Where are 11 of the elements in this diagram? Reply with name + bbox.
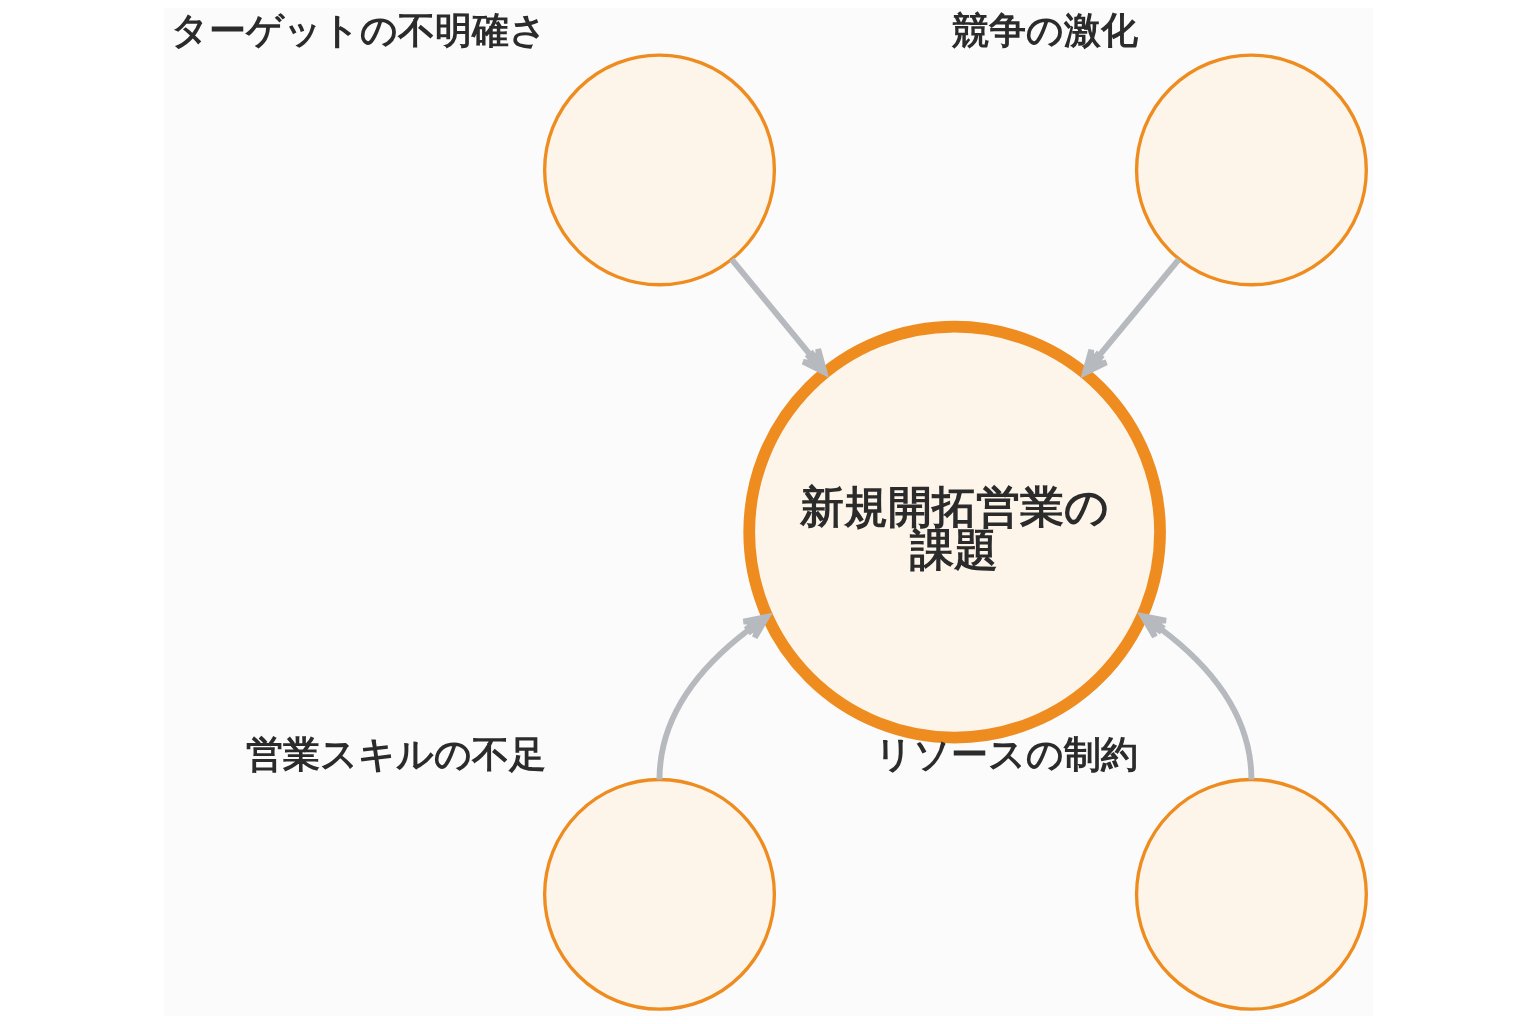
arrow: [728, 257, 827, 376]
node-circle: [1134, 53, 1368, 287]
arrow: [656, 613, 770, 780]
node-label: 競争の激化: [951, 8, 1138, 52]
node-label: ターゲットの不明確さ: [170, 8, 547, 52]
node-circle: [542, 777, 776, 1011]
node-label: 営業スキルの不足: [245, 733, 546, 777]
node-circle: [542, 53, 776, 287]
arrow: [1139, 613, 1254, 780]
node-circle: [1134, 777, 1368, 1011]
arrow: [1081, 257, 1181, 376]
